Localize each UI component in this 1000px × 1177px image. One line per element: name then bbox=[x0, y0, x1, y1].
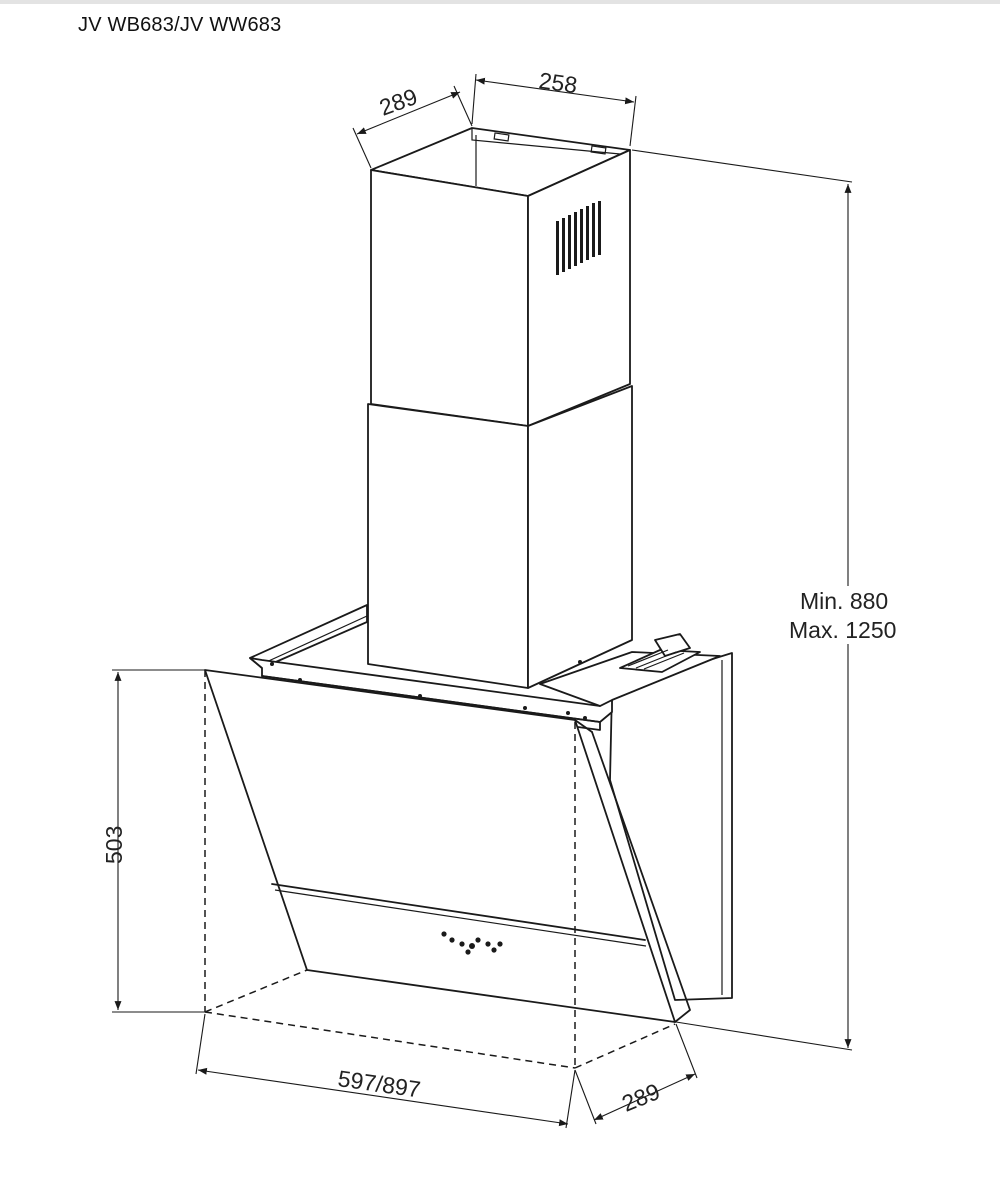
dim-hood-height: 503 bbox=[101, 669, 205, 1013]
dim-chimney-width: 258 bbox=[471, 67, 637, 147]
model-title: JV WB683/JV WW683 bbox=[78, 14, 282, 36]
vent-slots bbox=[556, 201, 601, 275]
dim-hood-width: 597/897 bbox=[195, 1013, 576, 1129]
top-border bbox=[0, 0, 1000, 4]
dim-hood-depth: 289 bbox=[574, 1023, 698, 1125]
front-glass-panel bbox=[204, 669, 691, 1023]
dashed-extents bbox=[204, 670, 676, 1069]
height-max-label: Max. 1250 bbox=[789, 617, 896, 643]
hood-height-label: 503 bbox=[101, 826, 127, 864]
hood-width-label: 597/897 bbox=[336, 1065, 422, 1102]
hood-depth-label: 289 bbox=[618, 1078, 663, 1116]
chimney-width-label: 258 bbox=[537, 67, 579, 98]
chimney bbox=[367, 127, 633, 689]
chimney-depth-label: 289 bbox=[376, 83, 421, 121]
dim-overall-height: Min. 880 Max. 1250 bbox=[631, 149, 912, 1051]
height-min-label: Min. 880 bbox=[800, 588, 888, 614]
control-buttons bbox=[441, 931, 503, 955]
